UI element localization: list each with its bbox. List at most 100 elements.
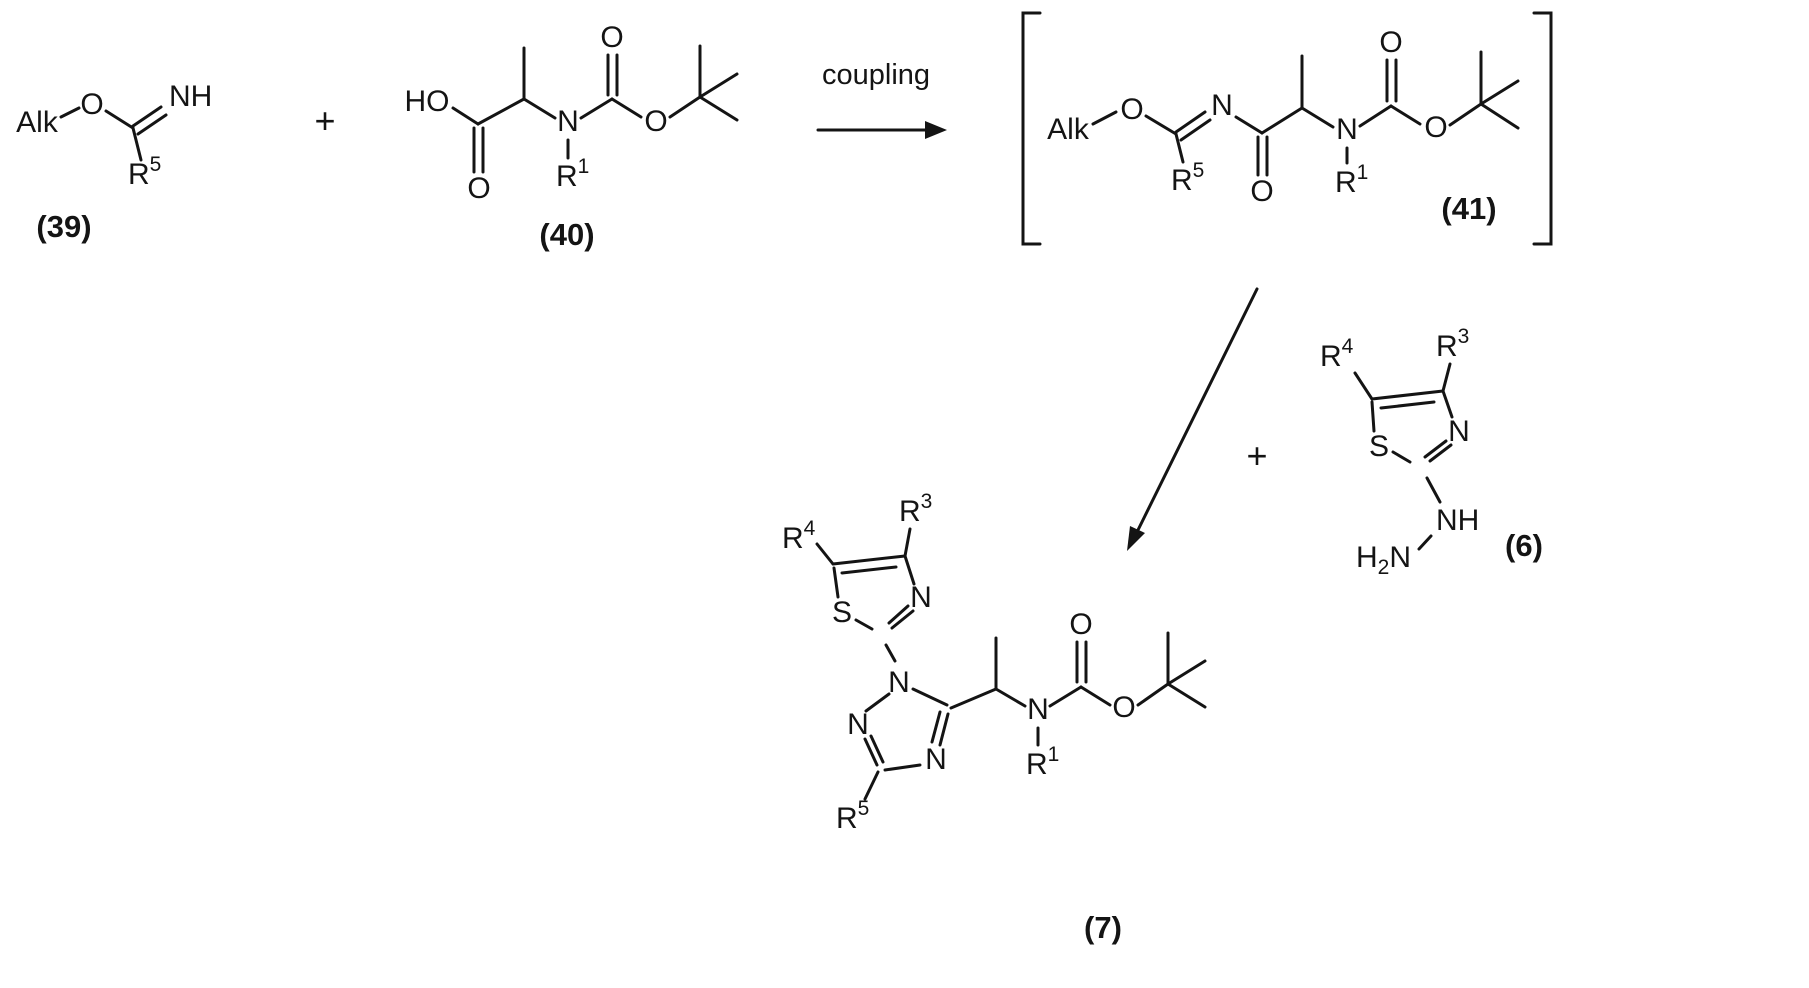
bond-line	[1174, 132, 1185, 164]
text-part: R	[899, 495, 921, 528]
intermediate-brackets	[1021, 11, 1553, 246]
bond-line	[59, 106, 81, 119]
bond-line	[451, 106, 480, 126]
text-part: N	[1389, 541, 1411, 574]
text-part: 5	[150, 153, 162, 176]
c6-h2n-label: H2N	[1356, 541, 1411, 579]
c41-o-label: O	[1120, 93, 1143, 126]
bond-line	[1441, 362, 1452, 393]
c41-ester-o-label: O	[1424, 111, 1447, 144]
compound-41: Alk O R5 N O N R1 O O (41)	[1047, 26, 1520, 226]
text-part: 4	[1342, 335, 1354, 358]
c41-r1-label: R1	[1335, 161, 1368, 199]
c7-thiazole-n-label: N	[910, 581, 932, 614]
coupling-arrowhead	[925, 121, 947, 139]
compound-7: R4 R3 S N N N N R5 N R1 O O (7)	[782, 490, 1207, 945]
c7-s-label: S	[832, 596, 852, 629]
text-part: R	[1320, 340, 1342, 373]
text-part: 3	[921, 490, 933, 513]
bond-line	[1234, 115, 1264, 135]
coupling-arrow: coupling	[816, 59, 947, 139]
bond-line	[1391, 450, 1412, 464]
bond-line	[1370, 389, 1445, 401]
c41-n-label: N	[1336, 113, 1358, 146]
c7-r3-label: R3	[899, 490, 932, 528]
bond-line	[890, 609, 915, 630]
bond-line	[903, 527, 912, 558]
c7-triazole-n4-label: N	[925, 743, 947, 776]
bond-line	[863, 737, 879, 767]
plus-operator-top: +	[314, 100, 335, 141]
bond-line	[1166, 682, 1207, 709]
text-part: R	[836, 802, 858, 835]
bond-line	[698, 95, 739, 122]
bond-line	[1389, 104, 1422, 126]
bond-line	[1144, 114, 1178, 136]
compound-6: R4 R3 S N NH H2N (6)	[1320, 325, 1543, 579]
bond-line	[994, 687, 1027, 708]
c40-carbonyl-o-label: O	[467, 172, 490, 205]
text-part: 4	[804, 517, 816, 540]
c6-r3-label: R3	[1436, 325, 1469, 363]
c39-r5-label: R5	[128, 153, 161, 191]
c39-o-label: O	[80, 88, 103, 121]
text-part: H	[1356, 541, 1378, 574]
bond-line	[610, 97, 643, 119]
c40-r1-label: R1	[556, 155, 589, 193]
c40-number: (40)	[539, 217, 594, 252]
bond-line	[1079, 685, 1112, 707]
bond-line	[104, 109, 135, 130]
bond-line	[1179, 118, 1212, 142]
bond-line	[522, 97, 557, 120]
bond-line	[1260, 106, 1304, 135]
c40-carbamate-o-label: O	[600, 21, 623, 54]
c6-r4-label: R4	[1320, 335, 1354, 373]
bond-line	[930, 710, 942, 744]
c39-alk-label: Alk	[16, 106, 59, 139]
bond-line	[1358, 104, 1393, 128]
product-arrow	[1127, 287, 1259, 551]
c39-number: (39)	[36, 209, 91, 244]
c7-r5-label: R5	[836, 797, 869, 835]
bond-line	[136, 113, 168, 136]
bond-line	[668, 95, 702, 119]
bond-line	[1136, 682, 1170, 707]
text-part: R	[1171, 164, 1193, 197]
bond-line	[815, 542, 835, 566]
c6-s-label: S	[1369, 430, 1389, 463]
bond-line	[911, 687, 949, 707]
text-part: 2	[1378, 556, 1390, 579]
c7-r4-label: R4	[782, 517, 816, 555]
bond-line	[476, 97, 526, 126]
c40-n-label: N	[557, 105, 579, 138]
text-part: 5	[858, 797, 870, 820]
c41-imine-n-label: N	[1211, 89, 1233, 122]
right-bracket	[1532, 11, 1553, 246]
c6-n-label: N	[1448, 415, 1470, 448]
bond-line	[698, 72, 739, 99]
left-bracket	[1021, 11, 1042, 246]
bond-line	[1428, 443, 1453, 463]
text-part: R	[1026, 748, 1048, 781]
bond-line	[1048, 685, 1083, 708]
compound-39: Alk O NH R5 (39)	[16, 80, 212, 244]
bond-line	[840, 565, 898, 575]
bond-line	[863, 770, 880, 801]
bond-line	[854, 618, 874, 631]
bond-line	[1091, 110, 1118, 126]
bond-line	[1379, 400, 1436, 410]
text-part: R	[1436, 330, 1458, 363]
bond-line	[831, 554, 907, 566]
bond-line	[131, 105, 163, 128]
bond-line	[1423, 439, 1448, 459]
bond-line	[1479, 79, 1520, 106]
c41-carbamate-o-label: O	[1379, 26, 1402, 59]
c7-number: (7)	[1084, 910, 1122, 945]
bond-line	[1166, 659, 1207, 686]
text-part: R	[1335, 166, 1357, 199]
c7-n-label: N	[1027, 693, 1049, 726]
bond-line	[869, 734, 885, 764]
coupling-label: coupling	[822, 59, 930, 91]
c7-r1-label: R1	[1026, 743, 1059, 781]
